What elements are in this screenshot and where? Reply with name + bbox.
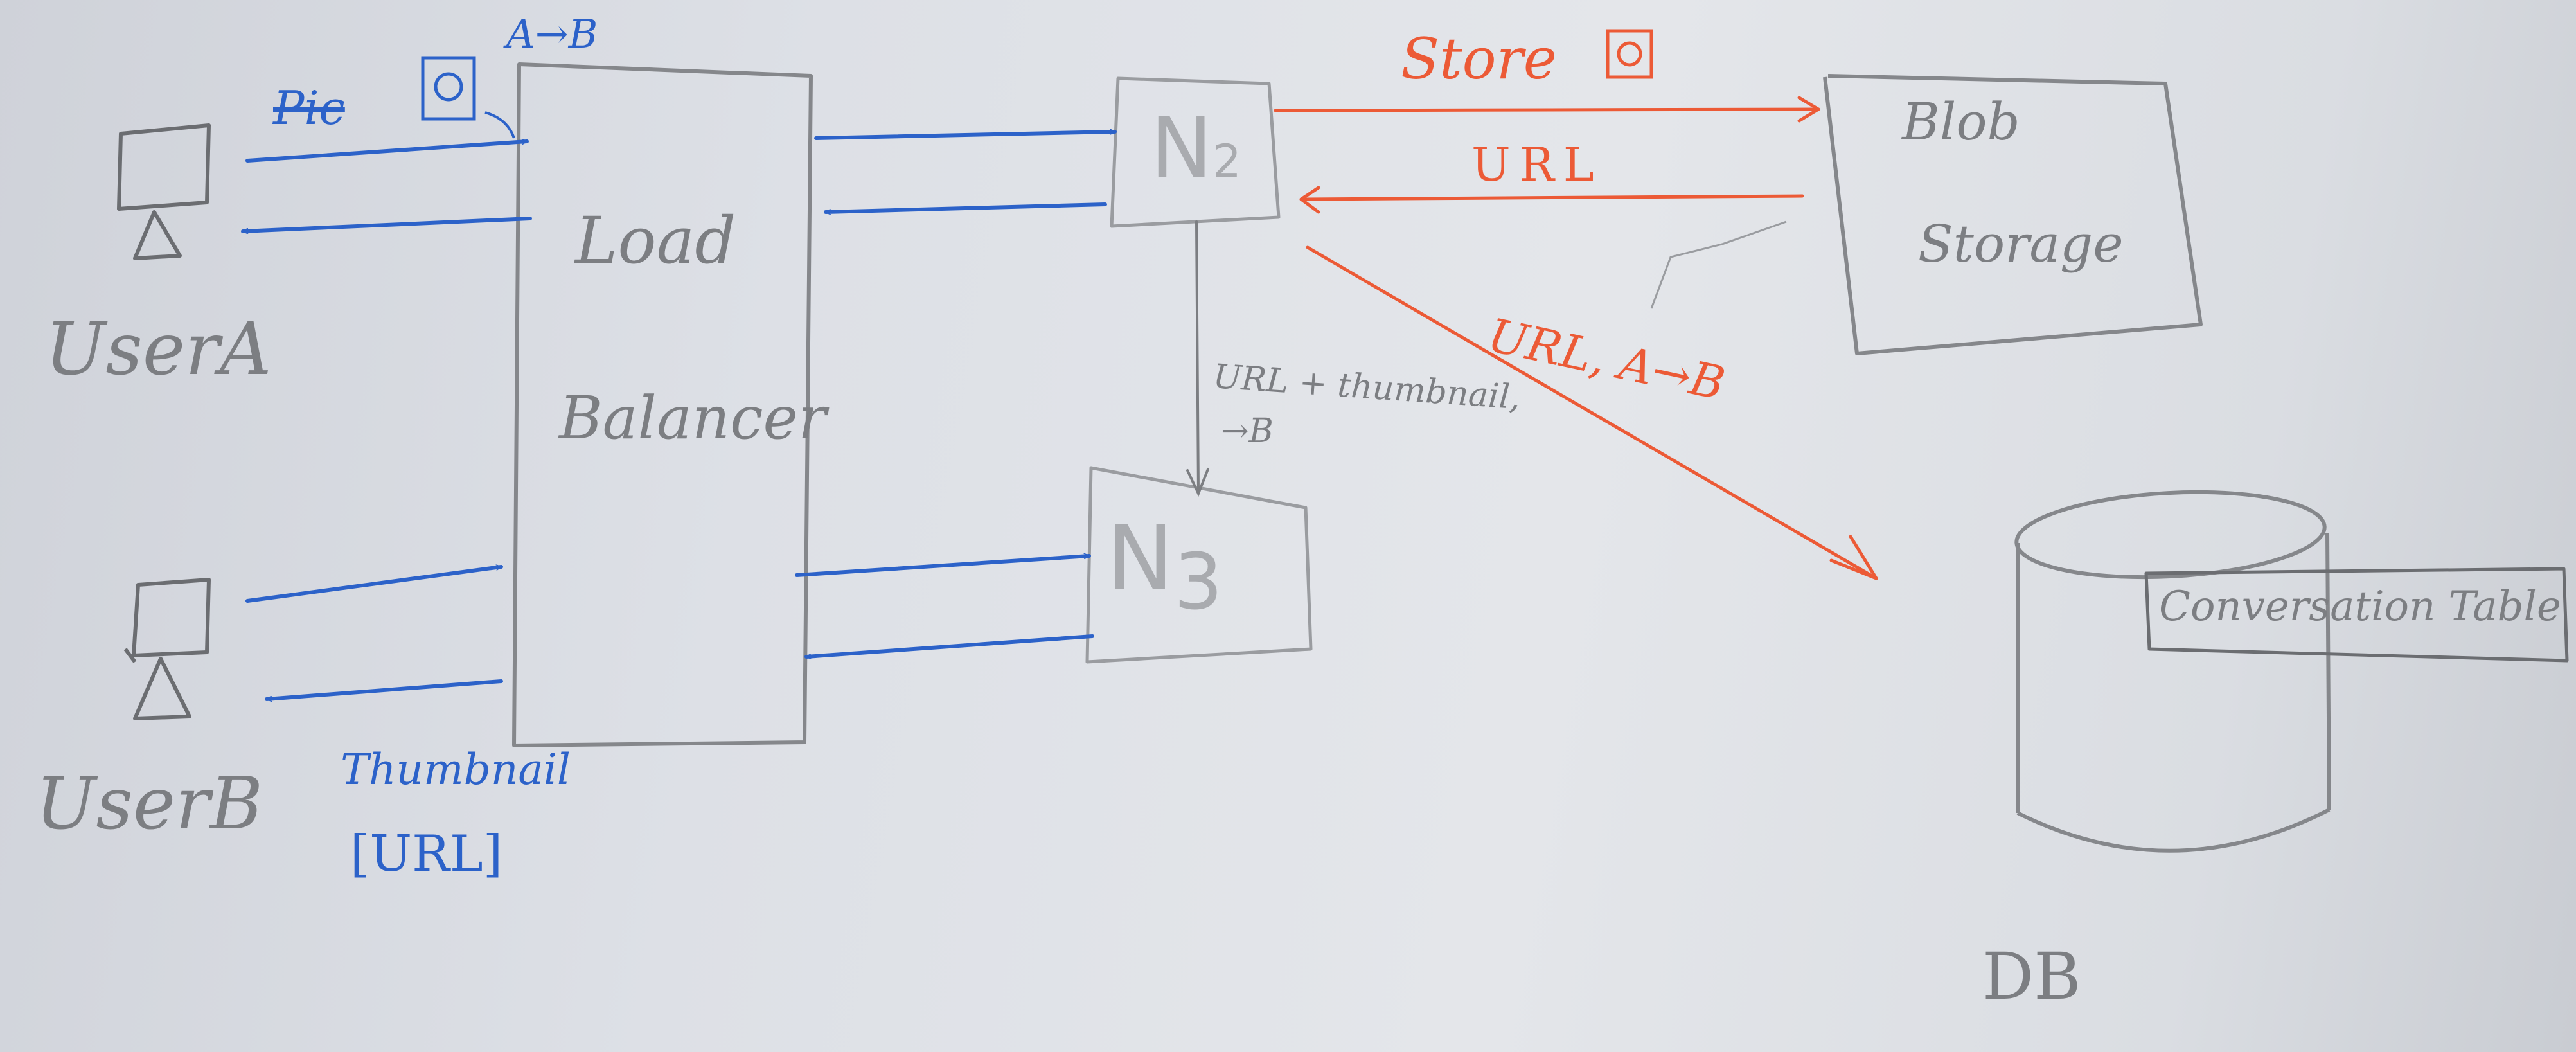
load-balancer-label-2: Balancer	[559, 384, 826, 452]
n2-subscript: 2	[1212, 135, 1241, 188]
blob-label-2: Storage	[1918, 214, 2124, 274]
arrow-user-a-to-lb	[245, 141, 529, 163]
n3-label: N3	[1106, 514, 1223, 621]
n2-letter: N	[1150, 99, 1213, 197]
db-label: DB	[1982, 939, 2081, 1014]
blob-scribble	[1650, 220, 1787, 309]
load-balancer-box	[512, 62, 813, 747]
user-a-send-label: Pic	[273, 81, 345, 135]
user-b-monitor-icon	[123, 578, 211, 720]
conversation-table-label: Conversation Table	[2159, 583, 2561, 630]
n3-subscript: 3	[1173, 538, 1223, 627]
arrow-n3-to-lb	[804, 634, 1094, 657]
arrow-n2-to-lb	[824, 202, 1107, 212]
arrow-n2-to-n3	[1195, 220, 1200, 495]
a-to-b-tick	[484, 111, 515, 139]
url-back-label: URL	[1471, 138, 1603, 192]
user-a-monitor-icon	[117, 123, 211, 260]
n3-letter: N	[1106, 506, 1174, 611]
url-bracket-label: [URL]	[350, 825, 503, 883]
n3-box	[1085, 466, 1313, 664]
store-label: Store	[1401, 26, 1557, 92]
db-cylinder	[2014, 490, 2331, 853]
blob-label-1: Blob	[1902, 92, 2020, 152]
arrow-n2-to-db	[1306, 245, 1878, 580]
arrow-lb-to-n2	[814, 132, 1117, 140]
user-b-label: UserB	[35, 762, 263, 846]
arrow-lb-to-user-a	[241, 217, 532, 231]
arrow-blob-to-n2	[1299, 194, 1804, 201]
n2-box	[1110, 76, 1281, 228]
store-image-icon	[1606, 29, 1653, 79]
arrow-user-b-to-lb	[245, 567, 503, 603]
user-a-label: UserA	[45, 308, 272, 391]
user-a-image-icon	[421, 56, 476, 121]
arrow-lb-to-n3	[795, 556, 1091, 577]
blob-storage-box	[1823, 74, 2203, 355]
thumbnail-label: Thumbnail	[341, 745, 571, 794]
load-balancer-label-1: Load	[575, 203, 736, 278]
conversation-table-box	[2144, 567, 2569, 663]
arrow-lb-to-user-b	[265, 679, 503, 699]
url-thumbnail-to-b-label: →B	[1221, 412, 1274, 450]
a-to-b-top-label: A→B	[506, 10, 598, 57]
arrow-n2-to-blob	[1274, 107, 1820, 112]
n2-label: N2	[1150, 106, 1241, 190]
